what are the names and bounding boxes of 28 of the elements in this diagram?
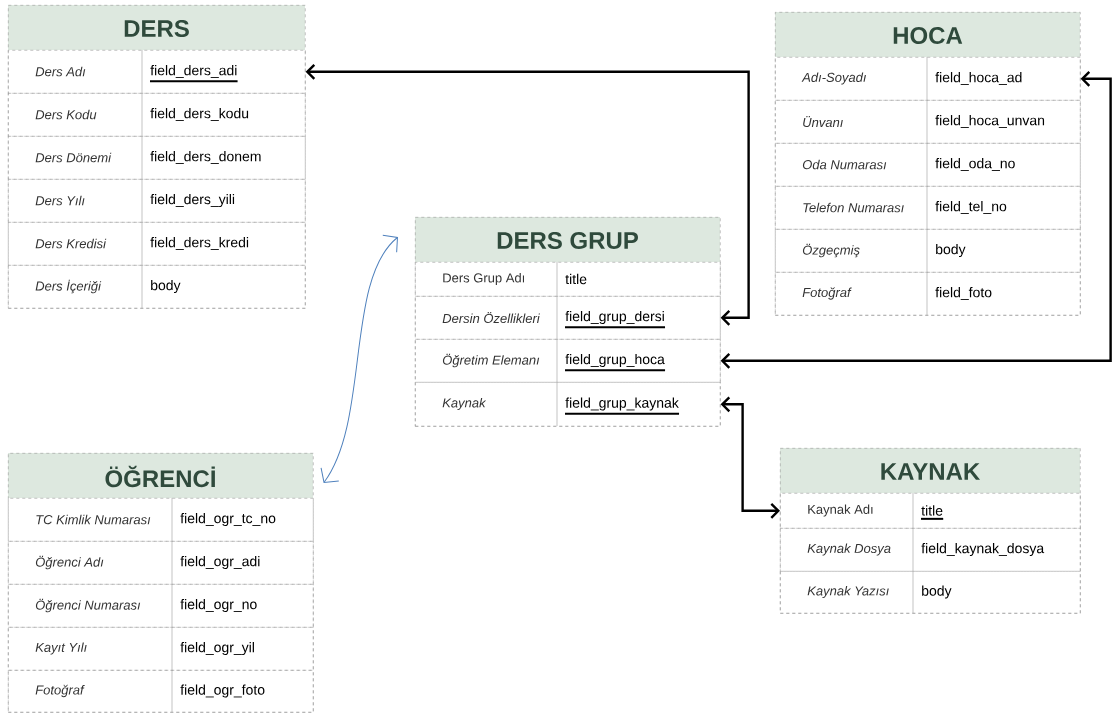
table-row: Öğretim Elemanı field_grup_hoca (415, 338, 721, 383)
table-row: Ders İçeriği body (8, 264, 306, 309)
table-row: Fotoğraf field_ogr_foto (8, 669, 314, 713)
table-row: Öğrenci Numarası field_ogr_no (8, 583, 314, 628)
table-row: Özgeçmiş body (775, 228, 1081, 273)
connector-arrow (320, 234, 398, 483)
connector-arrow (305, 63, 750, 326)
table-row: Telefon Numarası field_tel_no (775, 185, 1081, 230)
table-row: Kaynak field_grup_kaynak (415, 381, 721, 427)
table-row: Kaynak Yazısı body (780, 570, 1081, 614)
table-row: Kaynak Adı title (780, 492, 1081, 529)
table-row: Ders Yılı field_ders_yili (8, 178, 306, 223)
table-row: Öğrenci Adı field_ogr_adi (8, 540, 314, 585)
table-row: Ünvanı field_hoca_unvan (775, 99, 1081, 144)
table-row: Kaynak Dosya field_kaynak_dosya (780, 527, 1081, 572)
table-row: Ders Kredisi field_ders_kredi (8, 221, 306, 266)
table-row: TC Kimlik Numarası field_ogr_tc_no (8, 497, 314, 542)
connector-arrow (720, 70, 1112, 369)
table-row: Adı-Soyadı field_hoca_ad (775, 56, 1081, 101)
table-row: Oda Numarası field_oda_no (775, 142, 1081, 187)
connector-arrow (720, 396, 780, 519)
table-row: Ders Kodu field_ders_kodu (8, 92, 306, 137)
table-row: Kayıt Yılı field_ogr_yil (8, 626, 314, 671)
table-row: Fotoğraf field_foto (775, 271, 1081, 316)
table-row: Dersin Özellikleri field_grup_dersi (415, 295, 721, 340)
table-row: Ders Grup Adı title (415, 261, 721, 297)
table-row: Ders Adı field_ders_adi (8, 49, 306, 94)
table-row: Ders Dönemi field_ders_donem (8, 135, 306, 180)
